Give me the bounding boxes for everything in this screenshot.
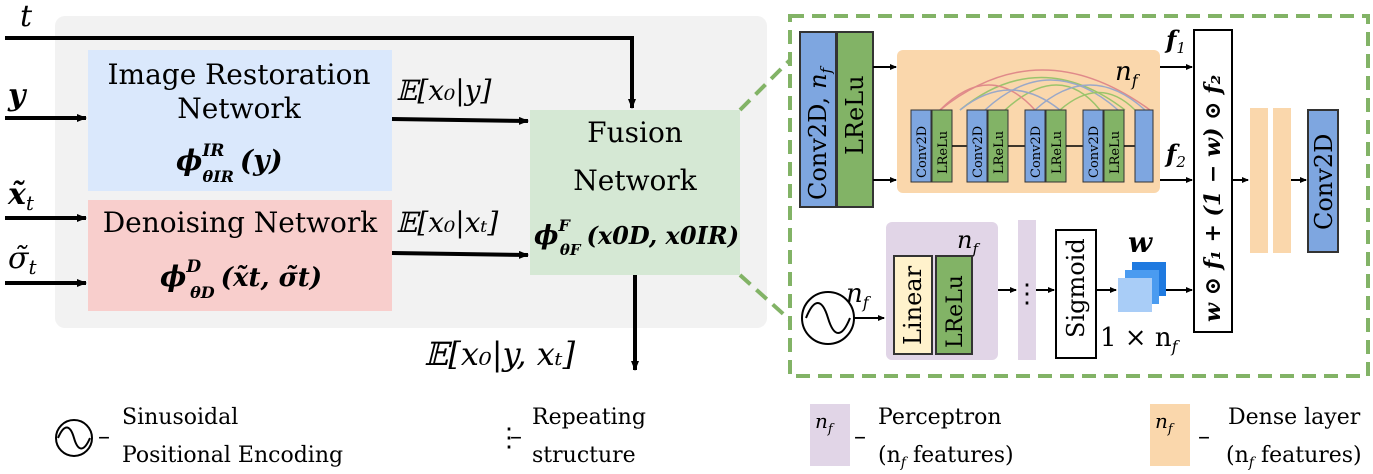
dense-layer-1 — [1250, 108, 1268, 253]
svg-text:Conv2D: Conv2D — [971, 126, 986, 178]
denoising-network-box — [88, 200, 392, 311]
dense-unit-1: Conv2D LReLu — [910, 109, 953, 183]
sigmoid-label: Sigmoid — [1062, 238, 1090, 338]
svg-text:Conv2D: Conv2D — [915, 126, 930, 178]
input-sigma-label: σ̃t — [8, 241, 37, 279]
input-t-label: t — [20, 0, 33, 34]
conv-out-label: Conv2D — [1310, 134, 1338, 230]
dn-output-expectation: 𝔼[x₀|xₜ] — [396, 206, 498, 239]
sigmoid-block — [1055, 229, 1097, 359]
conv-block-label: Conv2D,nf — [804, 65, 835, 200]
perceptron-nf: nf — [957, 226, 980, 258]
perceptron-lrelu-label: LReLu — [943, 275, 968, 348]
repeat-dots-bottom: ⋮ — [1014, 279, 1040, 309]
legend-dense-line1: Dense layer — [1228, 405, 1361, 430]
detail-panel — [788, 14, 1370, 378]
legend-dash-1: – — [98, 422, 110, 450]
legend-perceptron-nf: nf — [815, 409, 835, 437]
dense-unit-3: Conv2D LReLu — [1024, 109, 1067, 183]
input-y-label: y — [7, 78, 28, 113]
ir-to-fusion-arrow — [391, 116, 529, 125]
legend-sinusoidal-line1: Sinusoidal — [122, 405, 238, 430]
connector-bottom — [738, 273, 792, 322]
legend-perceptron-swatch — [810, 404, 850, 466]
dense-unit-5 — [1134, 109, 1154, 183]
perceptron-lrelu-block — [935, 255, 973, 355]
connector-top — [738, 58, 792, 112]
legend-dash-4: – — [1198, 422, 1210, 450]
ir-network-box — [88, 50, 392, 191]
final-expectation: 𝔼[x₀|y, xₜ] — [424, 335, 576, 373]
legend-sinusoidal-line2: Positional Encoding — [122, 443, 343, 468]
conv-out-block — [1307, 109, 1339, 253]
svg-text:LReLu: LReLu — [936, 131, 951, 174]
svg-text:Conv2D: Conv2D — [1087, 126, 1102, 178]
linear-label: Linear — [899, 265, 927, 345]
legend-sinusoid-wave — [57, 426, 91, 450]
ir-output-expectation: 𝔼[x₀|y] — [396, 74, 492, 107]
svg-text:LReLu: LReLu — [1050, 131, 1065, 174]
ir-network-title-2: Network — [177, 92, 302, 125]
lrelu-block-label: LReLu — [841, 75, 869, 155]
legend-dash-3: – — [854, 422, 866, 450]
w-shape-label: 1 × nf — [1100, 323, 1181, 356]
f1-label: f1 — [1164, 25, 1186, 57]
dn-to-fusion-arrow — [391, 250, 529, 259]
legend-dense-line2: (nf features) — [1226, 443, 1362, 471]
dense-unit-4: Conv2D LReLu — [1082, 109, 1125, 183]
fusion-network-box — [530, 110, 740, 275]
linear-block — [893, 255, 933, 355]
sinusoid-wave — [805, 302, 851, 334]
dense-unit-2: Conv2D LReLu — [966, 109, 1009, 183]
svg-text:Conv2D: Conv2D — [1029, 126, 1044, 178]
w-tensor-icon — [1118, 262, 1166, 312]
conv-block — [799, 31, 837, 208]
lrelu-block — [836, 31, 874, 208]
fusion-network-title-2: Network — [573, 164, 698, 197]
svg-text:LReLu: LReLu — [992, 131, 1007, 174]
perceptron-repeat — [1018, 220, 1036, 360]
input-xt-label: x̃t — [7, 177, 35, 215]
fusion-formula-label: w ⊙ f₁ + (1 − w) ⊙ f₂ — [1200, 75, 1226, 322]
dense-skip-arcs — [939, 69, 1151, 111]
w-label: w — [1128, 226, 1153, 259]
legend-perceptron-line2: (nf features) — [878, 443, 1014, 471]
dense-block-nf: nf — [1115, 57, 1141, 90]
legend-dense-nf: nf — [1155, 409, 1175, 437]
legend-perceptron-line1: Perceptron — [878, 405, 1002, 430]
legend-repeating-line2: structure — [532, 443, 636, 468]
dense-layer-2 — [1273, 108, 1291, 253]
legend-repeating-line1: Repeating — [532, 405, 646, 430]
svg-text:LReLu: LReLu — [1108, 131, 1123, 174]
legend-dense-swatch — [1150, 404, 1190, 466]
denoising-network-title: Denoising Network — [103, 206, 379, 239]
legend-dash-2: – — [510, 422, 522, 450]
f2-label: f2 — [1164, 139, 1186, 171]
fusion-network-title-1: Fusion — [587, 116, 683, 149]
pos-nf-label: nf — [846, 279, 872, 312]
ir-network-title-1: Image Restoration — [107, 58, 370, 91]
legend-repeat-icon: ⋮ — [496, 423, 522, 453]
